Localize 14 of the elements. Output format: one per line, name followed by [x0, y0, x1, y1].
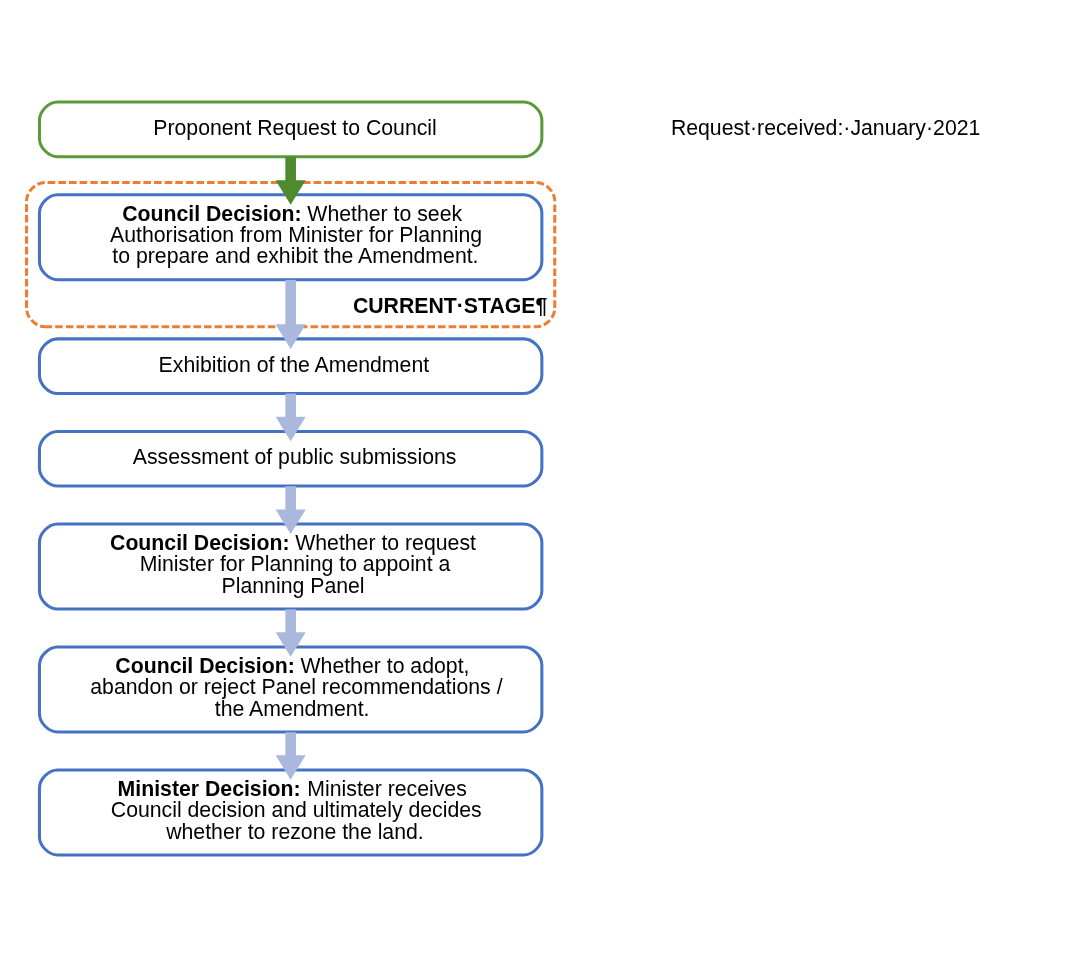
node-box: Exhibition of the Amendment	[37, 337, 544, 395]
node-box: Proponent Request to Council	[37, 100, 544, 159]
node-box: Assessment of public submissions	[37, 429, 544, 488]
arrow	[275, 156, 306, 205]
node-box: Council Decision: Whether to adopt, abandon or reject Panel recommendations / the Amendment.	[37, 645, 544, 734]
node-box: Minister Decision: Minister receives Council decision and ultimately decides whether to rezone the land.	[37, 768, 544, 857]
arrow	[275, 732, 306, 780]
arrow	[275, 279, 306, 349]
arrow	[275, 609, 306, 657]
node-box: Council Decision: Whether to seek Authorisation from Minister for Planning to prepare and exhibit the Amendment.	[37, 193, 544, 282]
node-box: Council Decision: Whether to request Minister for Planning to appoint a Planning Panel	[37, 522, 544, 611]
label: Request·received:·January·2021	[670, 116, 981, 141]
arrow	[275, 486, 306, 535]
arrow	[275, 393, 306, 442]
